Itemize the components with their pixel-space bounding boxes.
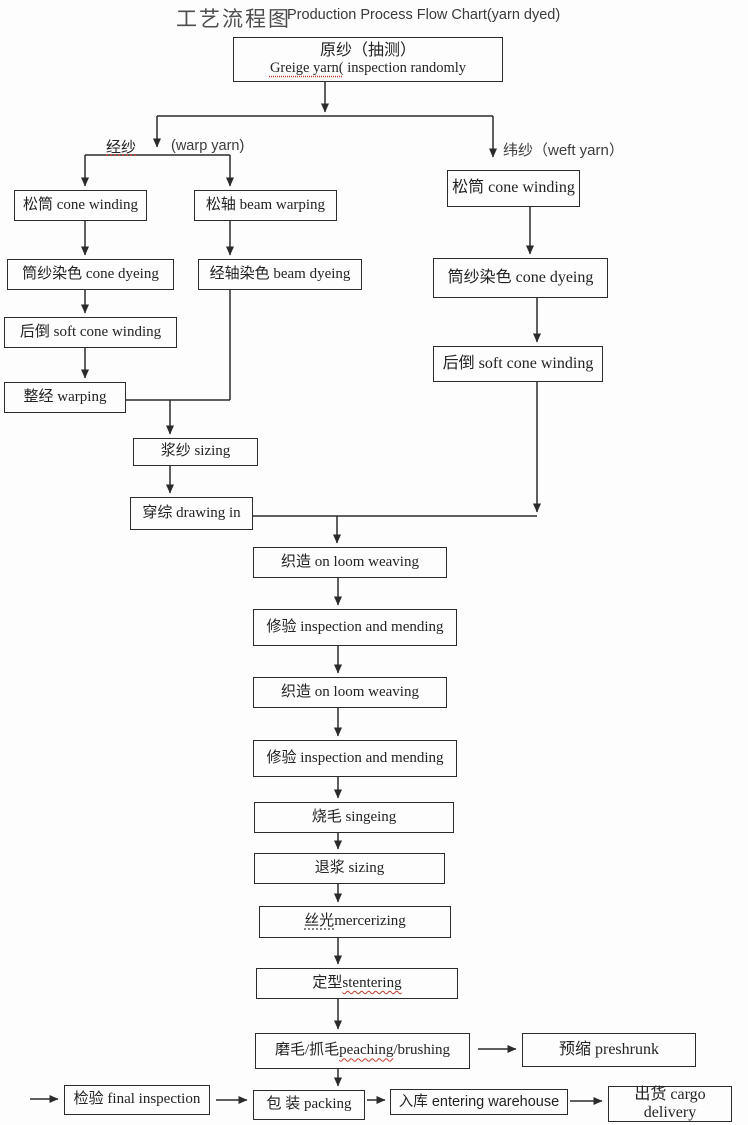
stentering-cn: 定型 bbox=[312, 974, 343, 991]
mercerizing-en: mercerizing bbox=[334, 913, 406, 930]
greige-line2: Greige yarn( inspection randomly bbox=[270, 60, 466, 77]
warp-yarn-label-cn: 经纱 bbox=[106, 140, 137, 156]
greige-line2-rest: inspection randomly bbox=[343, 60, 467, 77]
node-mercerizing: 丝光 mercerizing bbox=[259, 906, 451, 938]
page-title-chinese: 工艺流程图 bbox=[176, 7, 291, 31]
node-warp-cone-dyeing: 筒纱染色 cone dyeing bbox=[7, 259, 174, 290]
node-warp-soft-cone-winding: 后倒 soft cone winding bbox=[4, 317, 177, 348]
node-desizing: 退浆 sizing bbox=[254, 853, 445, 884]
peaching-underlined: peaching bbox=[339, 1042, 394, 1059]
node-weft-soft-cone-winding: 后倒 soft cone winding bbox=[433, 346, 603, 382]
node-preshrunk: 预缩 preshrunk bbox=[522, 1033, 696, 1067]
connector-group bbox=[30, 82, 603, 1105]
node-inspection-mending-2: 修验 inspection and mending bbox=[253, 740, 457, 777]
node-final-inspection: 检验 final inspection bbox=[64, 1085, 210, 1115]
peaching-rest: /brushing bbox=[393, 1042, 450, 1059]
node-weaving-1: 织造 on loom weaving bbox=[253, 547, 447, 578]
node-warping: 整经 warping bbox=[4, 382, 126, 413]
node-cargo-delivery: 出货 cargo delivery bbox=[608, 1086, 732, 1122]
weft-yarn-label: 纬纱（weft yarn） bbox=[503, 142, 624, 159]
node-singeing: 烧毛 singeing bbox=[254, 802, 454, 833]
node-weft-cone-dyeing: 筒纱染色 cone dyeing bbox=[433, 258, 608, 298]
node-packing: 包 装 packing bbox=[253, 1090, 365, 1120]
node-warp-cone-winding: 松筒 cone winding bbox=[14, 190, 147, 221]
node-weft-cone-winding: 松筒 cone winding bbox=[447, 170, 580, 207]
node-beam-dyeing: 经轴染色 beam dyeing bbox=[198, 259, 362, 290]
peaching-pre: 磨毛/抓毛 bbox=[275, 1042, 340, 1059]
stentering-en: stentering bbox=[342, 974, 402, 991]
node-peaching-brushing: 磨毛/抓毛 peaching/brushing bbox=[255, 1033, 470, 1069]
page-title-english: Production Process Flow Chart(yarn dyed) bbox=[287, 7, 561, 23]
node-beam-warping: 松轴 beam warping bbox=[194, 190, 337, 221]
node-stentering: 定型 stentering bbox=[256, 968, 458, 999]
node-entering-warehouse: 入库 entering warehouse bbox=[390, 1089, 568, 1115]
warp-yarn-label-en: (warp yarn) bbox=[171, 138, 245, 154]
greige-line2-underlined: Greige yarn( bbox=[269, 60, 344, 77]
node-greige-yarn-text: 原纱（抽测） Greige yarn( inspection randomly bbox=[270, 42, 466, 77]
node-inspection-mending-1: 修验 inspection and mending bbox=[253, 609, 457, 646]
greige-line1: 原纱（抽测） bbox=[319, 41, 416, 59]
node-drawing-in: 穿综 drawing in bbox=[130, 497, 253, 530]
mercerizing-cn: 丝光 bbox=[304, 913, 335, 930]
node-greige-yarn: 原纱（抽测） Greige yarn( inspection randomly bbox=[233, 37, 503, 82]
node-sizing-yarn: 浆纱 sizing bbox=[133, 438, 258, 466]
node-weaving-2: 织造 on loom weaving bbox=[253, 677, 447, 708]
